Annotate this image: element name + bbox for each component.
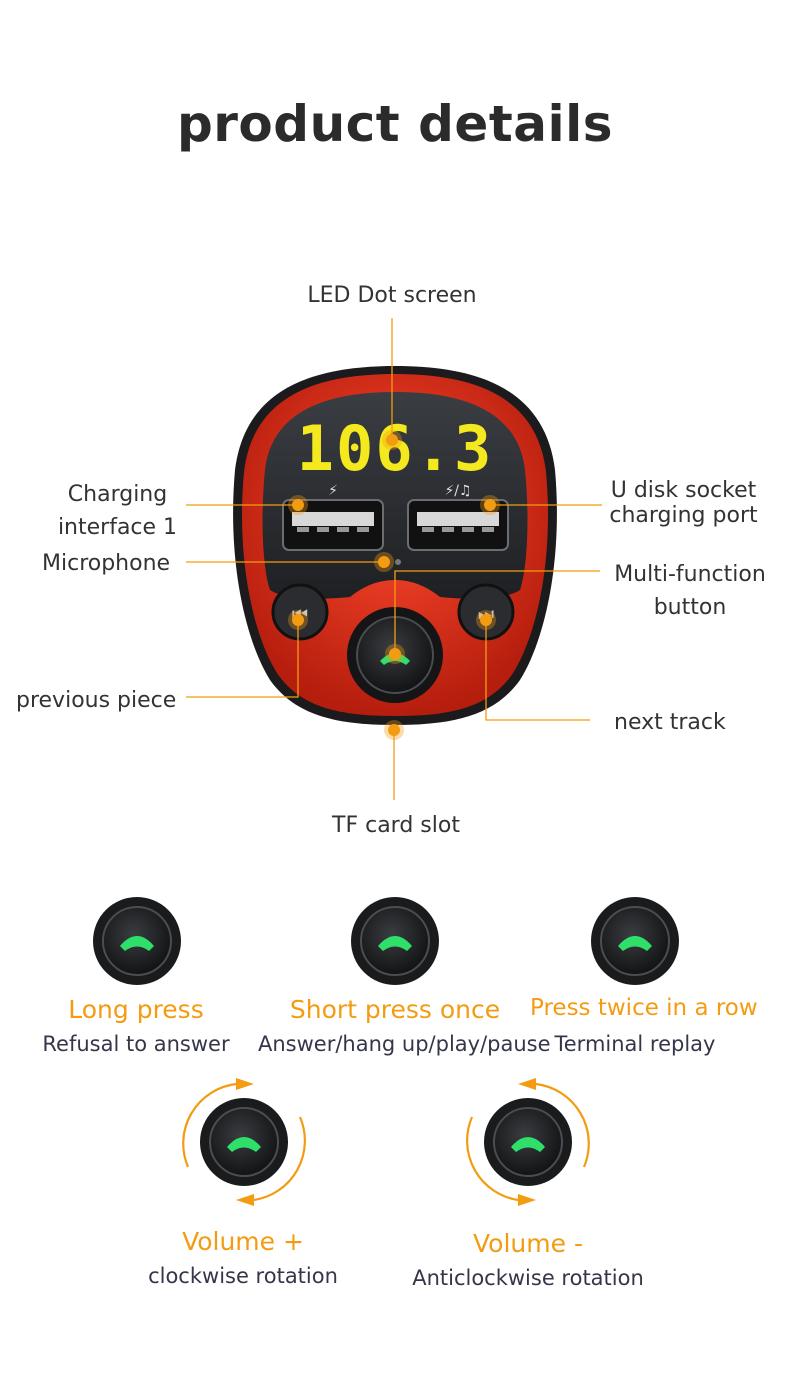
volume-down-desc: Anticlockwise rotation bbox=[412, 1266, 644, 1290]
volume-up-title: Volume + bbox=[182, 1227, 304, 1256]
action-long-press-desc: Refusal to answer bbox=[42, 1032, 230, 1056]
label-tf-card-slot: TF card slot bbox=[332, 813, 460, 838]
lightning-music-icon: ⚡/♫ bbox=[444, 483, 471, 499]
previous-button bbox=[271, 583, 329, 641]
action-press-twice-desc: Terminal replay bbox=[554, 1032, 716, 1056]
knob-press-twice bbox=[591, 897, 679, 985]
device-diagram: 106.3 ⚡ ⚡/♫ ⏮ ⏭ bbox=[186, 318, 602, 800]
led-display: 106.3 bbox=[297, 412, 494, 485]
knob-volume-down bbox=[466, 1078, 590, 1206]
lightning-icon: ⚡ bbox=[328, 483, 338, 499]
phone-icon bbox=[227, 1137, 261, 1152]
label-led-screen: LED Dot screen bbox=[307, 283, 477, 308]
action-short-press-title: Short press once bbox=[289, 995, 501, 1024]
phone-icon bbox=[618, 936, 652, 951]
action-short-press-desc: Answer/hang up/play/pause bbox=[258, 1032, 551, 1056]
phone-icon bbox=[378, 936, 412, 951]
knob-volume-up bbox=[182, 1078, 306, 1206]
microphone-hole bbox=[395, 559, 401, 565]
action-long-press-title: Long press bbox=[68, 995, 204, 1024]
label-microphone: Microphone bbox=[42, 551, 171, 576]
label-charging-interface: Charging interface 1 bbox=[57, 482, 178, 540]
knob-long-press bbox=[93, 897, 181, 985]
page-title: product details bbox=[176, 95, 613, 153]
label-next-track: next track bbox=[614, 710, 726, 735]
label-previous-piece: previous piece bbox=[16, 688, 177, 713]
volume-up-desc: clockwise rotation bbox=[148, 1264, 338, 1288]
label-u-disk-socket: U disk socket charging port bbox=[609, 478, 758, 528]
knob-short-press bbox=[351, 897, 439, 985]
action-press-twice-title: Press twice in a row bbox=[530, 995, 758, 1021]
phone-icon bbox=[120, 936, 154, 951]
label-multi-function: Multi-function button bbox=[614, 562, 766, 620]
phone-icon bbox=[511, 1137, 545, 1152]
clockwise-arrow-icon bbox=[182, 1082, 306, 1202]
volume-down-title: Volume - bbox=[473, 1229, 583, 1258]
anticlockwise-arrow-icon bbox=[466, 1082, 590, 1202]
